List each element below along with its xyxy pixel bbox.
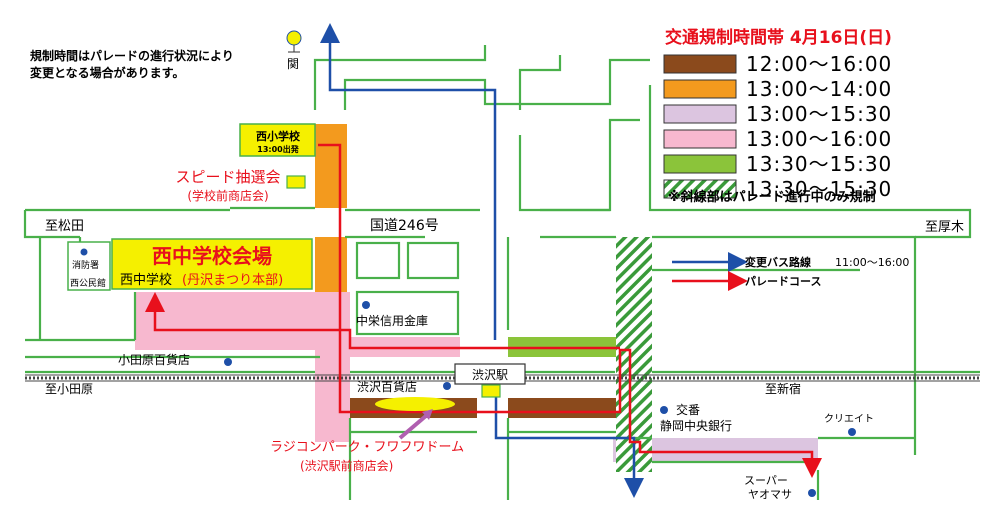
shibusawa-dept-label: 渋沢百貨店 [357,379,417,394]
police-box-label: 交番 [676,402,700,417]
zone-pink-south [315,292,350,442]
to-atsugi-label: 至厚木 [925,220,964,235]
legend-time: 12:00〜16:00 [746,52,892,76]
seki-marker [286,30,302,46]
radicon-park-label: ラジコンパーク・フワフワドーム [270,440,464,455]
to-odawara-label: 至小田原 [45,382,93,396]
legend-swatch [663,154,737,174]
nishi-elementary-label: 西小学校 [256,129,301,143]
venue-box [111,238,313,290]
legend-time: 13:30〜15:30 [746,177,892,201]
legend-note: ※斜線部はパレード進行中のみ規制 [668,189,876,205]
speed-lottery-sub: (学校前商店会) [187,188,268,203]
station-label: 渋沢駅 [472,368,508,382]
venue-subtitle-b: (丹沢まつり本部) [182,273,283,288]
station-box [454,363,526,385]
legend-time: 13:30〜15:30 [746,152,892,176]
radicon-park-sub: (渋沢駅前商店会) [300,458,393,473]
legend-swatch [663,54,737,74]
police-box-dot [660,406,668,414]
legend-swatch [663,129,737,149]
legend-swatch [663,79,737,99]
fire-station-dot [80,248,88,256]
parade-legend-label: パレードコース [745,275,821,288]
supermarket-label-a: スーパー [744,474,788,487]
create-label: クリエイト [824,413,874,425]
radicon-pointer [398,413,429,440]
chuei-bank-dot [362,301,370,309]
odawara-dept-label: 小田原百貨店 [118,352,190,367]
bus-legend-time: 11:00〜16:00 [835,256,909,269]
nishi-elementary-start: 13:00出発 [257,144,299,154]
notice-line-2: 変更となる場合があります。 [30,65,184,80]
zone-hatched [616,237,652,472]
fire-station-box [67,241,111,291]
notice-line-1: 規制時間はパレードの進行状況により [30,48,234,63]
legend-title: 交通規制時間帯 4月16日(日) [665,27,892,48]
venue-title: 西中学校会場 [152,244,272,268]
chuei-bank-label: 中栄信用金庫 [356,313,428,328]
to-shinjuku-label: 至新宿 [765,381,801,396]
shizuoka-bank-label: 静岡中央銀行 [660,418,732,433]
venue-subtitle-a: 西中学校 [120,272,172,288]
parade-route [318,143,822,478]
zone-pink-west [135,292,320,350]
parade-route-return [145,292,620,350]
public-hall-label: 西公民館 [70,277,106,289]
zone-orange-north [315,124,347,208]
legend-swatch [663,104,737,124]
zone-brown-east [508,398,616,418]
zone-orange-venue [315,237,347,292]
time-legend: 交通規制時間帯 4月16日(日) 12:00〜16:0013:00〜14:001… [663,27,892,201]
supermarket-dot [808,489,816,497]
legend-time: 13:00〜15:30 [746,102,892,126]
lottery-booth [286,175,306,189]
road-network [23,45,980,500]
supermarket-label-b: ヤオマサ [748,488,792,501]
station-platform [481,384,501,398]
legend-swatch [663,179,737,199]
fire-station-label: 消防署 [72,259,99,271]
create-dot [848,428,856,436]
legend-time: 13:00〜14:00 [746,77,892,101]
seki-label: 関 [287,57,299,71]
to-matsuda-label: 至松田 [45,219,84,234]
legend-time: 13:00〜16:00 [746,127,892,151]
bus-legend-label: 変更バス路線 [745,255,811,269]
speed-lottery-label: スピード抽選会 [175,168,280,186]
route-legend: 変更バス路線 11:00〜16:00 パレードコース [672,252,909,291]
nishi-elementary-box [239,123,316,157]
odawara-dept-dot [224,358,232,366]
radicon-park-area [375,397,455,411]
shibusawa-dept-dot [443,382,451,390]
bus-route [320,23,497,340]
bus-route-south [494,395,644,498]
route-246-label: 国道246号 [370,218,439,234]
